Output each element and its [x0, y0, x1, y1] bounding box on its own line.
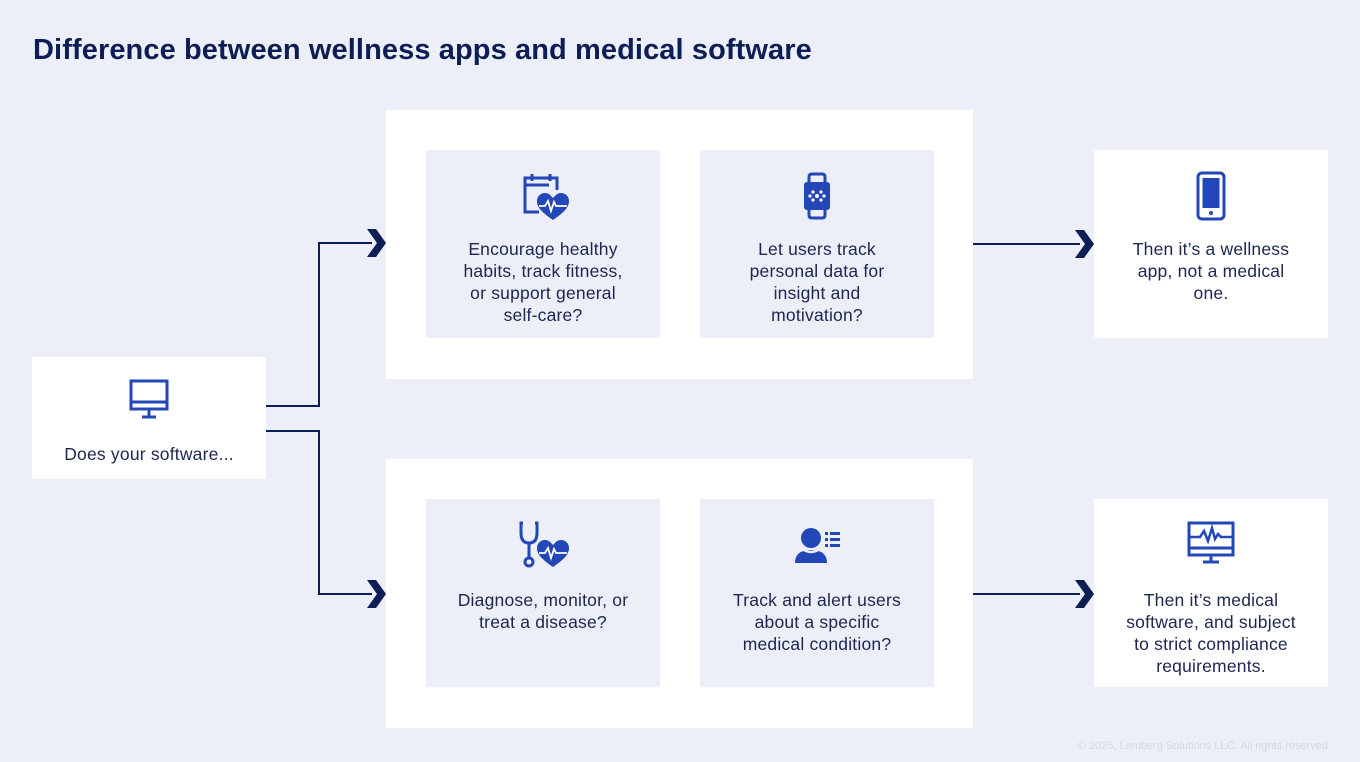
copyright-footer: © 2025, Lemberg Solutions LLC. All right…: [1077, 740, 1328, 752]
medical-card-diagnose-label: Diagnose, monitor, or treat a disease?: [457, 590, 629, 632]
wellness-result: Then it’s a wellness app, not a medical …: [1094, 150, 1328, 338]
calendar-heart-icon: [523, 174, 569, 220]
smartphone-icon: [1196, 171, 1226, 221]
medical-card-alert-label: Track and alert users about a specific m…: [733, 590, 901, 654]
arrow-head: [1075, 580, 1094, 608]
arrow-head: [1075, 230, 1094, 258]
arrow-head: [367, 580, 386, 608]
start-node: Does your software...: [32, 357, 266, 479]
medical-result-label: Then it’s medical software, and subject …: [1126, 590, 1296, 676]
user-list-icon: [795, 528, 840, 563]
wellness-card-tracking-label: Let users track personal data for insigh…: [749, 239, 885, 325]
monitor-icon: [129, 379, 169, 419]
medical-card-diagnose: Diagnose, monitor, or treat a disease?: [426, 499, 660, 687]
arrow-head: [367, 229, 386, 257]
wellness-result-label: Then it’s a wellness app, not a medical …: [1132, 239, 1290, 303]
page-title: Difference between wellness apps and med…: [33, 34, 812, 66]
wellness-card-habits-label: Encourage healthy habits, track fitness,…: [463, 239, 623, 325]
medical-card-alert: Track and alert users about a specific m…: [700, 499, 934, 687]
monitor-heartbeat-icon: [1187, 521, 1235, 564]
stethoscope-heart-icon: [519, 521, 569, 568]
medical-result: Then it’s medical software, and subject …: [1094, 499, 1328, 687]
wellness-card-habits: Encourage healthy habits, track fitness,…: [426, 150, 660, 338]
smartwatch-icon: [804, 172, 830, 220]
wellness-card-tracking: Let users track personal data for insigh…: [700, 150, 934, 338]
start-label: Does your software...: [64, 444, 234, 464]
